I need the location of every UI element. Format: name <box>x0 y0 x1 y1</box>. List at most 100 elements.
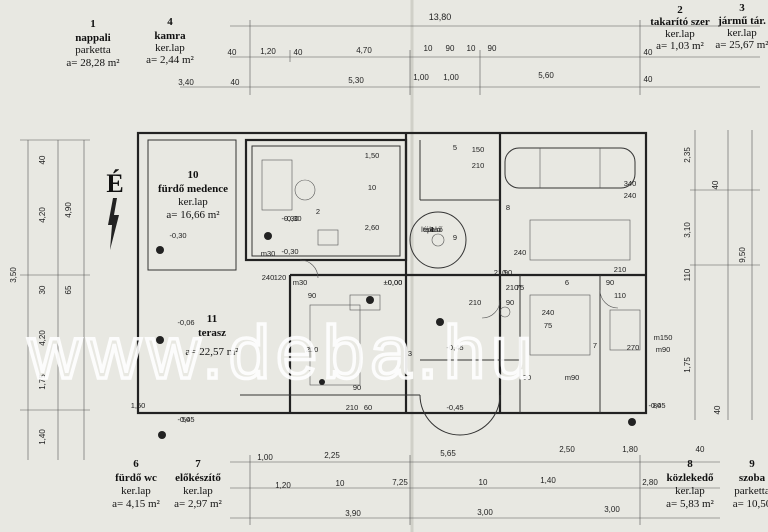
lvl-text: ±0,00 <box>384 278 403 287</box>
dim-int-text: 75 <box>516 283 524 292</box>
dim-bot2-text: 10 <box>336 479 345 488</box>
dim-top1-text: 90 <box>488 44 497 53</box>
dim-int-text: 210 <box>614 265 627 274</box>
room-label-4: 4 kamra ker.lap a= 2,44 m² <box>146 16 194 66</box>
dim-int-text: -0,45 <box>446 403 463 412</box>
north-arrow: É <box>106 169 124 250</box>
room-label-1: 1 nappali parketta a= 28,28 m² <box>66 18 120 69</box>
dim-int-text: 150 <box>472 145 485 154</box>
svg-text:előkészítő: előkészítő <box>175 472 221 484</box>
dim-right-text: 1,75 <box>683 357 692 373</box>
dim-int-text: 75 <box>544 321 552 330</box>
dim-int-text: 90 <box>504 268 512 277</box>
dim-int-text: 240 <box>514 248 527 257</box>
dim-int-text: lépcső <box>421 225 443 234</box>
bottom-dimension-lines <box>230 455 720 525</box>
dim-bot1-text: 1,80 <box>622 445 638 454</box>
svg-text:kamra: kamra <box>154 30 186 42</box>
dim-int-text: 340 <box>624 179 637 188</box>
dim-int-text: 60 <box>364 403 372 412</box>
dim-int-text: 210 <box>306 345 319 354</box>
dim-int-text: 210 <box>506 283 519 292</box>
dim-bot1-text: 2,50 <box>559 445 575 454</box>
room-label-10: 10 fürdő medence ker.lap a= 16,66 m² <box>158 169 228 221</box>
svg-text:9: 9 <box>749 458 755 470</box>
dim-right-text: 40 <box>711 180 720 189</box>
dim-int-text: 50 <box>182 415 190 424</box>
north-label: É <box>106 169 123 198</box>
dim-right-text: 2,35 <box>683 147 692 163</box>
svg-text:ker.lap: ker.lap <box>155 42 185 54</box>
dim-top1-text: 90 <box>446 44 455 53</box>
svg-text:ker.lap: ker.lap <box>121 485 151 497</box>
svg-text:a= 22,57 m²: a= 22,57 m² <box>185 346 239 358</box>
svg-text:a= 4,15 m²: a= 4,15 m² <box>112 498 160 510</box>
room-label-3: 3 jármű tár. ker.lap a= 25,67 m² <box>715 2 768 51</box>
dim-int-text: 5 <box>453 143 457 152</box>
total-width-dimension: 13,80 <box>429 12 452 22</box>
dim-int-text: 210 <box>494 268 507 277</box>
dim-bot2-text: 10 <box>479 478 488 487</box>
dim-right-text: 9,50 <box>738 247 747 263</box>
dim-int-text: m30 <box>293 278 308 287</box>
dim-top1-text: 40 <box>294 48 303 57</box>
building-walls <box>136 131 648 436</box>
dim-top2-text: 1,00 <box>413 73 429 82</box>
dim-int-text: -0,30 <box>281 214 298 223</box>
dim-bot1-text: 40 <box>696 445 705 454</box>
spiral-stair <box>409 211 467 269</box>
dim-right-text: 40 <box>713 405 722 414</box>
svg-text:parketta: parketta <box>734 485 768 497</box>
svg-text:4: 4 <box>167 16 173 28</box>
room-label-7: 7 előkészítő ker.lap a= 2,97 m² <box>174 458 222 510</box>
svg-text:fürdő wc: fürdő wc <box>115 472 157 484</box>
dim-int-text: 90 <box>606 278 614 287</box>
svg-text:a= 28,28 m²: a= 28,28 m² <box>66 57 120 69</box>
dim-left-text: 4,90 <box>64 202 73 218</box>
dimension-texts-bottom-row-3: 3,90 3,00 3,00 <box>345 505 620 518</box>
dimension-texts-left-outer: 3,50 <box>9 267 18 283</box>
svg-text:3: 3 <box>739 2 745 14</box>
dim-top1-text: 10 <box>424 44 433 53</box>
room-label-8: 8 közlekedő ker.lap a= 5,83 m² <box>666 458 714 510</box>
svg-text:ker.lap: ker.lap <box>727 27 757 39</box>
top-dimension-lines <box>180 20 760 95</box>
dim-left-text: 4,20 <box>38 207 47 223</box>
lvl-text: -0,30 <box>169 231 186 240</box>
dim-top2-text: 40 <box>231 78 240 87</box>
dim-top2-text: 40 <box>644 75 653 84</box>
dim-bot2-text: 7,25 <box>392 478 408 487</box>
dim-bot1-text: 1,00 <box>257 453 273 462</box>
dim-top2-text: 5,30 <box>348 76 364 85</box>
dim-top2-text: 1,00 <box>443 73 459 82</box>
dim-left-text: 40 <box>38 155 47 164</box>
svg-text:a= 10,50: a= 10,50 <box>733 498 768 510</box>
dim-int-text: 6 <box>565 278 569 287</box>
dim-int-text: 110 <box>614 291 626 300</box>
dim-right-text: 110 <box>683 268 692 281</box>
room-label-2: 2 takarító szer ker.lap a= 1,03 m² <box>650 4 710 52</box>
dimension-texts-interior: 1502103402401,50102,60-0,30-0,30±0,00m30… <box>131 143 673 424</box>
lvl-text: -0,45 <box>177 415 194 424</box>
svg-text:közlekedő: közlekedő <box>666 472 714 484</box>
dim-int-text: 240 <box>624 191 637 200</box>
svg-text:jármű tár.: jármű tár. <box>717 15 766 27</box>
dim-int-text: m90 <box>656 345 671 354</box>
dim-int-text: 90 <box>308 291 316 300</box>
dim-top2-text: 5,60 <box>538 71 554 80</box>
dim-int-text: 210 <box>472 161 485 170</box>
dim-bot3-text: 3,00 <box>604 505 620 514</box>
dim-int-text: 90 <box>506 298 514 307</box>
dim-bot3-text: 3,00 <box>477 508 493 517</box>
dim-int-text: 240 <box>542 308 555 317</box>
dim-int-text: m150 <box>654 333 673 342</box>
lvl-text: -0,30 <box>284 214 301 223</box>
room-label-6: 6 fürdő wc ker.lap a= 4,15 m² <box>112 458 160 510</box>
left-dimension-lines <box>20 139 90 460</box>
dim-bot3-text: 3,90 <box>345 509 361 518</box>
